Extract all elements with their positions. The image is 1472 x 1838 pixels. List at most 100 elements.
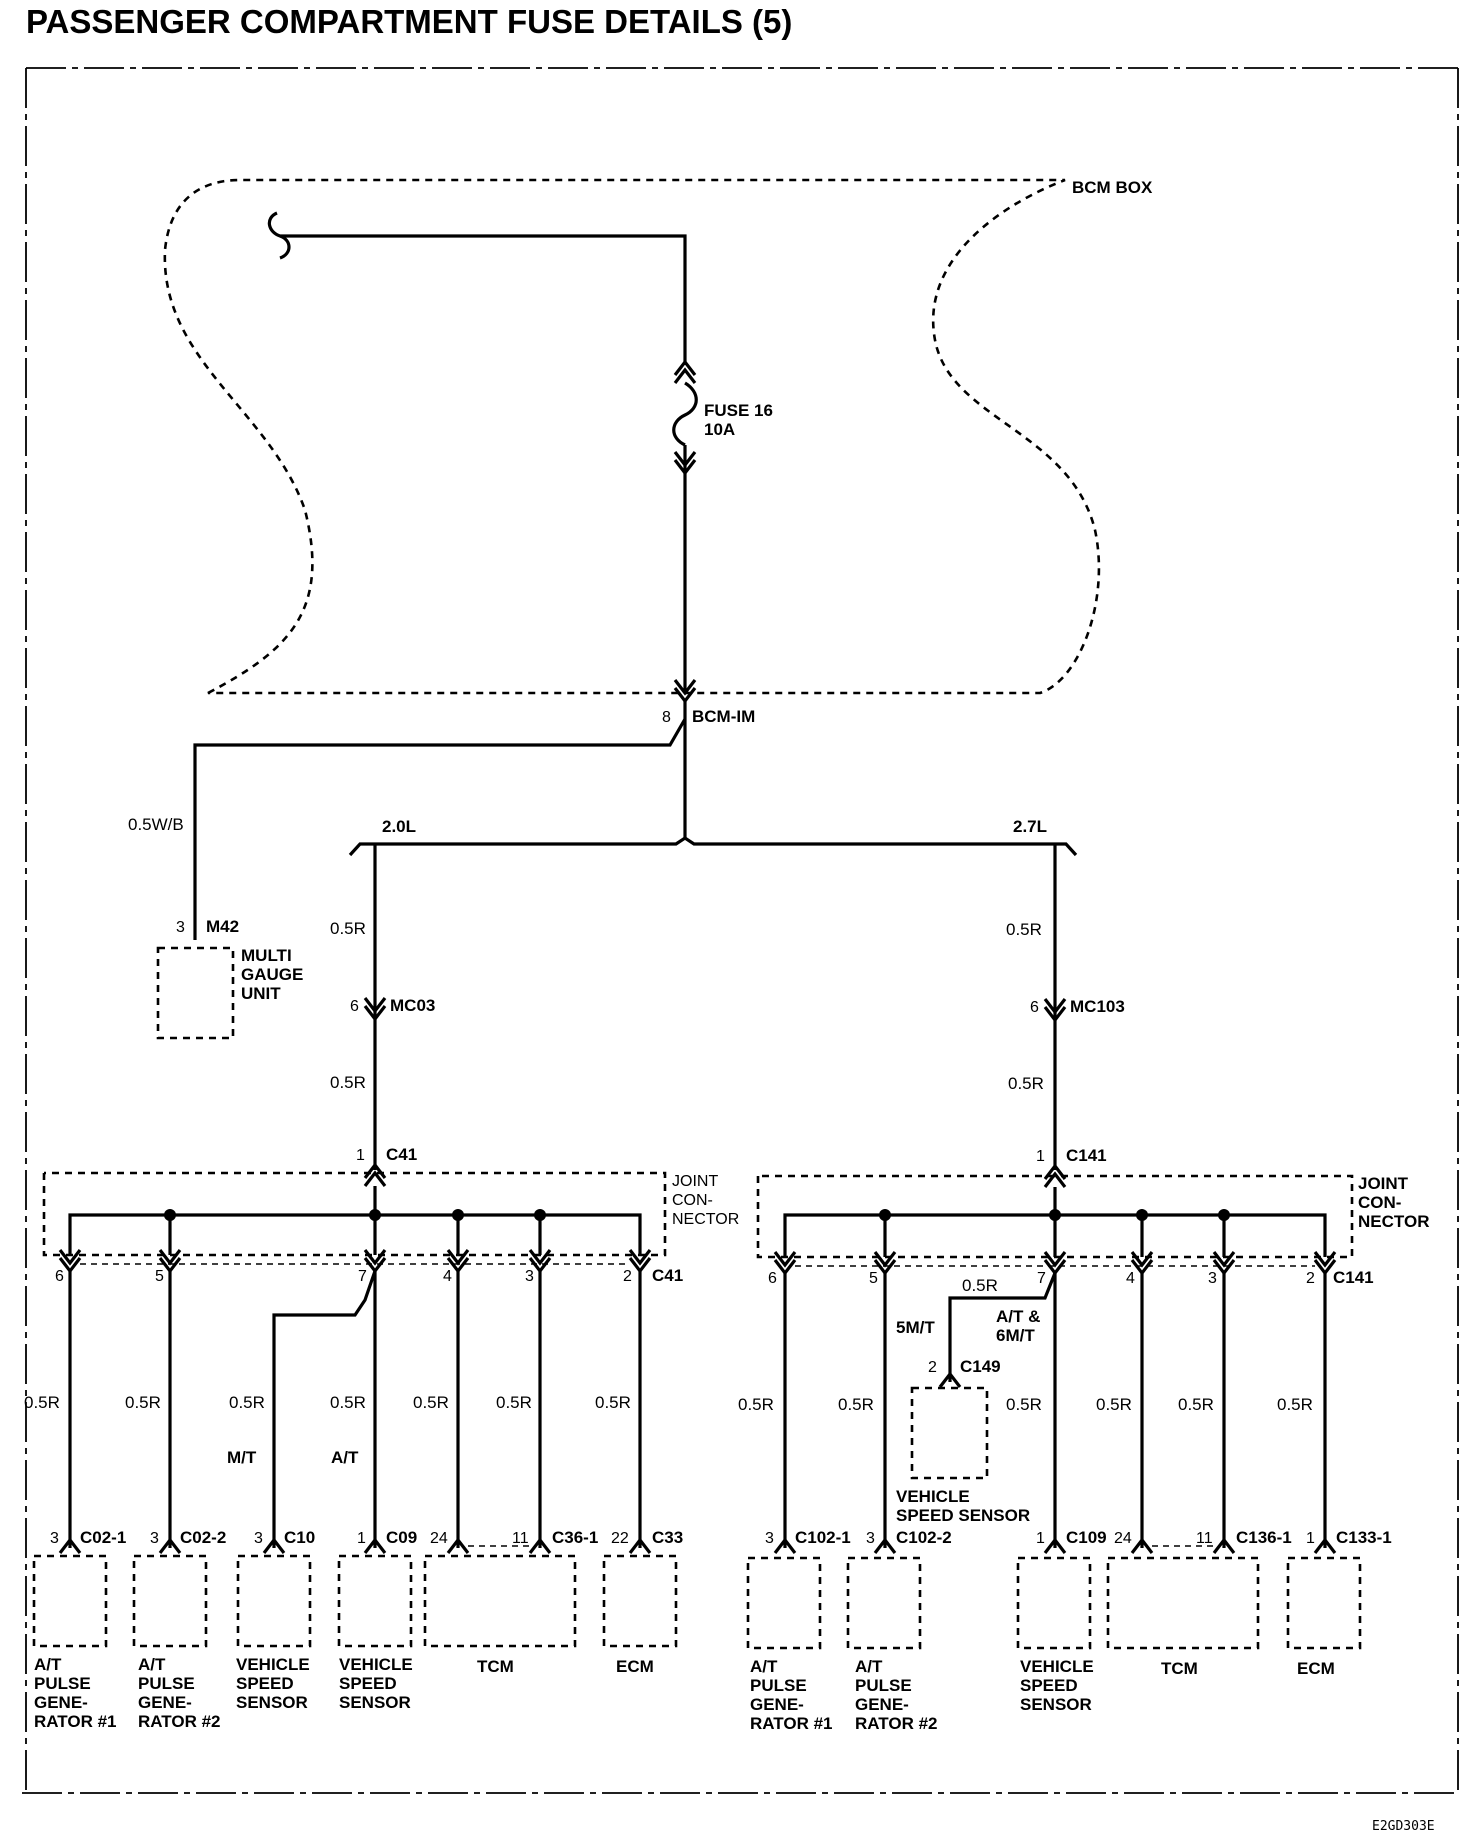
c102-1-name-1: A/T — [750, 1657, 778, 1676]
c102-1-name-3: GENE- — [750, 1695, 804, 1714]
c36-1-pin-11: 11 — [512, 1530, 529, 1547]
supply-wire — [267, 211, 687, 365]
jc-2-0-bus — [68, 1186, 642, 1255]
multi-gauge-unit-line1: MULTI — [241, 946, 292, 965]
c136-1-pin-11: 11 — [1196, 1530, 1213, 1547]
c41-out-pin-7: 7 — [358, 1268, 367, 1285]
fuse-rating: 10A — [704, 420, 735, 439]
joint-connector-2-0-box — [42, 1171, 667, 1257]
at-pulse-gen-2-box-2-0 — [132, 1554, 208, 1648]
c141-out-pin-4: 4 — [1126, 1270, 1135, 1287]
jc-2-7-drops — [883, 1215, 1226, 1257]
w27-label-5: 0.5R — [1178, 1395, 1214, 1414]
c02-1-name-2: PULSE — [34, 1674, 91, 1693]
w27-label-3: 0.5R — [1006, 1395, 1042, 1414]
engine-2-0-label: 2.0L — [382, 817, 416, 836]
gauge-wire-label: 0.5W/B — [128, 815, 184, 834]
fuse-symbol — [672, 359, 698, 476]
engine-2-7-label: 2.7L — [1013, 817, 1047, 836]
c02-2-pin: 3 — [150, 1530, 159, 1547]
c02-2-name-4: RATOR #2 — [138, 1712, 221, 1731]
c109-name-1: VEHICLE — [1020, 1657, 1094, 1676]
c41-in-label: C41 — [386, 1145, 417, 1164]
c102-2-name-3: GENE- — [855, 1695, 909, 1714]
c102-1-name-2: PULSE — [750, 1676, 807, 1695]
c141-out-label: C141 — [1333, 1268, 1374, 1287]
joint-connector-2-7-box — [756, 1174, 1354, 1259]
w20-label-7: 0.5R — [595, 1393, 631, 1412]
fuse-name: FUSE 16 — [704, 401, 773, 420]
w27-at-label-2: 6M/T — [996, 1326, 1035, 1345]
c10-name-3: SENSOR — [236, 1693, 308, 1712]
c136-1-pin-24: 24 — [1114, 1530, 1132, 1547]
c102-1-pin: 3 — [765, 1530, 774, 1547]
jc-2-7-line2: CON- — [1358, 1193, 1401, 1212]
c09-pin: 1 — [357, 1530, 366, 1547]
page-title: PASSENGER COMPARTMENT FUSE DETAILS (5) — [26, 3, 792, 40]
c41-out-pin-5: 5 — [155, 1268, 164, 1285]
wire-2-0-lower-label: 0.5R — [330, 1073, 366, 1092]
c102-2-name-1: A/T — [855, 1657, 883, 1676]
engine-split-wire — [348, 836, 1078, 857]
c102-1-label: C102-1 — [795, 1528, 851, 1547]
mc03-label: MC03 — [390, 996, 435, 1015]
c09-name-1: VEHICLE — [339, 1655, 413, 1674]
c141-in-pin: 1 — [1036, 1148, 1045, 1165]
c41-out-label: C41 — [652, 1266, 683, 1285]
c41-out-pin-3: 3 — [525, 1268, 534, 1285]
at-pulse-gen-1-box-2-7 — [746, 1556, 822, 1650]
c109-name-3: SENSOR — [1020, 1695, 1092, 1714]
ecm-2-7-box — [1286, 1556, 1362, 1650]
c149-name-1: VEHICLE — [896, 1487, 970, 1506]
mc103-pin: 6 — [1030, 999, 1039, 1016]
c109-pin: 1 — [1036, 1530, 1045, 1547]
c141-out-pin-3: 3 — [1208, 1270, 1217, 1287]
c33-pin: 22 — [611, 1530, 629, 1547]
w20-label-1: 0.5R — [24, 1393, 60, 1412]
c133-1-label: C133-1 — [1336, 1528, 1392, 1547]
jc-2-7-line3: NECTOR — [1358, 1212, 1429, 1231]
c10-name-1: VEHICLE — [236, 1655, 310, 1674]
gauge-branch-wire — [193, 701, 687, 940]
c02-1-pin: 3 — [50, 1530, 59, 1547]
w20-label-5: 0.5R — [413, 1393, 449, 1412]
c41-bottom-connectors — [58, 1537, 652, 1554]
c10-pin: 3 — [254, 1530, 263, 1547]
m42-label: M42 — [206, 917, 239, 936]
c02-2-label: C02-2 — [180, 1528, 226, 1547]
c102-1-name-4: RATOR #1 — [750, 1714, 833, 1733]
ecm-2-0-name: ECM — [616, 1657, 654, 1676]
w20-label-4: 0.5R — [330, 1393, 366, 1412]
jc-2-0-line2: CON- — [672, 1192, 713, 1209]
vss-c09-box — [337, 1554, 413, 1648]
c102-2-pin: 3 — [866, 1530, 875, 1547]
vss-c10-box — [236, 1554, 312, 1648]
w27-label-2: 0.5R — [838, 1395, 874, 1414]
jc-2-0-line3: NECTOR — [672, 1211, 739, 1228]
c36-1-pin-24: 24 — [430, 1530, 448, 1547]
c102-2-name-2: PULSE — [855, 1676, 912, 1695]
c41-out-pin-6: 6 — [55, 1268, 64, 1285]
bcm-im-label: BCM-IM — [692, 707, 755, 726]
w20-label-3: 0.5R — [229, 1393, 265, 1412]
c02-1-name-4: RATOR #1 — [34, 1712, 117, 1731]
c133-1-pin: 1 — [1306, 1530, 1315, 1547]
c136-1-label: C136-1 — [1236, 1528, 1292, 1547]
c141-out-pin-2: 2 — [1306, 1270, 1315, 1287]
c141-bottom-connectors — [773, 1537, 1337, 1554]
w20-mt-label: M/T — [227, 1448, 257, 1467]
c141-out-pin-7: 7 — [1037, 1270, 1046, 1287]
bcm-im-pin: 8 — [662, 709, 671, 726]
multi-gauge-unit-box — [156, 946, 235, 1040]
multi-gauge-unit-line3: UNIT — [241, 984, 281, 1003]
w20-label-2: 0.5R — [125, 1393, 161, 1412]
c141-in-symbol — [1043, 1163, 1067, 1188]
m42-pin: 3 — [176, 919, 185, 936]
c149-label: C149 — [960, 1357, 1001, 1376]
mc103-connector-symbol — [1043, 998, 1067, 1023]
w27-at-label-1: A/T & — [996, 1307, 1040, 1326]
mc103-label: MC103 — [1070, 997, 1125, 1016]
c41-in-pin: 1 — [356, 1147, 365, 1164]
c02-2-name-1: A/T — [138, 1655, 166, 1674]
